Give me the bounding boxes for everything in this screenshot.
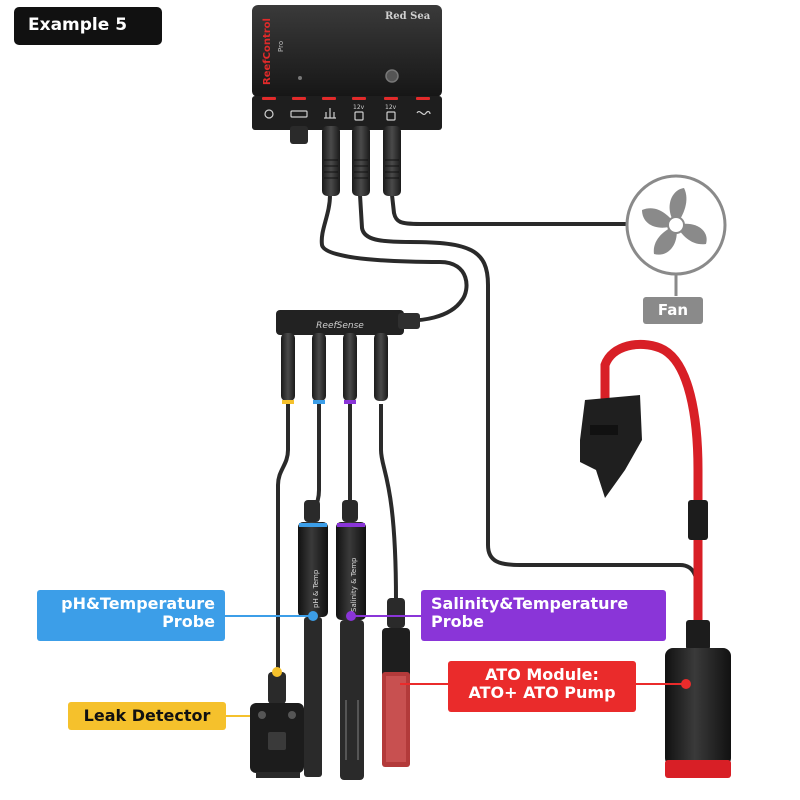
fan-hub [667,216,685,234]
maker-logo: Red Sea [385,11,431,22]
pump-body [665,648,731,766]
salinity-probe-body-text: Salinity & Temp [350,557,358,612]
ato-pump [580,339,731,778]
ph-label-line2: Probe [162,612,215,632]
salinity-temperature-probe-label: Salinity&Temperature Probe [421,590,666,641]
ato-sensor [382,598,410,767]
controller-brand: ReefControl [262,18,273,85]
ph-temp-probe: pH & Temp [298,500,328,777]
status-led [298,76,302,80]
ato-module-label: ATO Module: ATO+ ATO Pump [448,661,636,712]
hub-input-connector [398,313,420,329]
ph-port-ring [313,400,325,404]
controller-cables [319,193,700,657]
hub-body [276,310,404,335]
ph-label-line1: pH&Temperature [61,594,215,613]
port-icons [264,108,431,121]
leak-port-ring [282,400,294,404]
battery-icon-2 [386,111,396,121]
example-label: Example 5 [14,7,162,45]
salinity-temp-probe: Salinity & Temp [336,500,366,780]
power-button [385,69,399,83]
port-voltage-1: 12v [353,104,365,111]
hose-clip [580,395,642,498]
port-voltage-2: 12v [385,104,397,111]
controller-port-strip [252,96,442,130]
ph-temperature-probe-label: pH&Temperature Probe [37,590,225,641]
salinity-port-ring [344,400,356,404]
salinity-label-line2: Probe [431,612,484,632]
usb-icon [290,110,308,118]
hub-name: ReefSense [316,321,364,331]
connector-3 [383,126,401,196]
ato-label-line2: ATO+ ATO Pump [468,683,616,703]
ph-probe-body-text: pH & Temp [312,569,320,608]
wave-icon [416,110,431,115]
leak-detector [250,667,304,778]
reefsense-hub: ReefSense [276,310,420,404]
connector-2 [352,126,370,196]
ato-hose [600,339,703,665]
usb-connector [290,126,308,144]
leak-detector-label: Leak Detector [68,702,226,730]
port-indicators [262,97,430,100]
gear-icon [264,109,274,119]
ato-label-line1: ATO Module: [485,665,599,684]
controller-unit: ReefControl Pro Red Sea 12v 12v [252,5,442,196]
cable-to-fan [390,193,627,226]
cable-ato-sensor [379,404,398,601]
cable-to-ato [358,193,700,657]
controller-model: Pro [277,41,285,52]
sensor-hub-icon [324,108,336,119]
fan-unit [625,174,727,296]
cable-controller-left [319,193,469,323]
cable-leak [276,404,290,675]
fan-label: Fan [643,297,703,324]
battery-icon-1 [354,111,364,121]
label-pointers [225,615,686,717]
salinity-label-line1: Salinity&Temperature [431,594,629,613]
connector-1 [322,126,340,196]
